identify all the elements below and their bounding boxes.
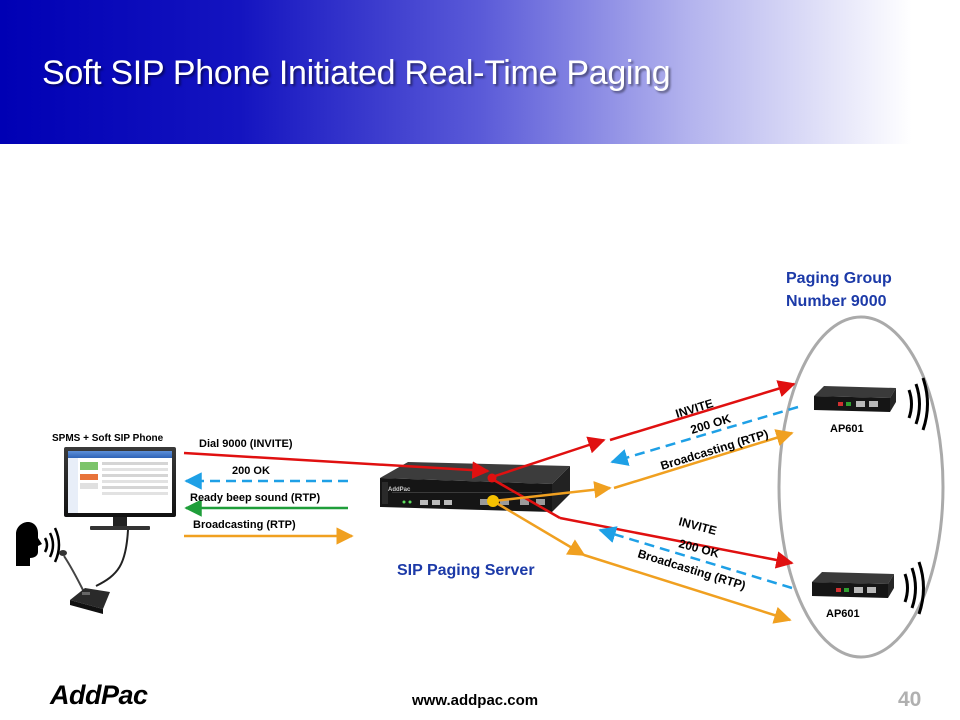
speaking-head-icon [16,522,61,566]
arrow-200ok-top [610,405,799,466]
paging-group-label-line2: Number 9000 [786,293,887,310]
msg-200ok-left: 200 OK [232,465,270,477]
server-brand-label: AddPac [388,487,411,493]
msg-200ok-bottom: 200 OK [677,536,721,560]
addpac-logo: AddPac [50,680,148,710]
paging-group-label-line1: Paging Group [786,270,892,287]
desktop-monitor-icon [64,447,176,530]
desk-microphone-icon [59,550,110,614]
device-top-label: AP601 [830,423,864,435]
server-internal-broadcast-top [492,481,612,503]
client-label: SPMS + Soft SIP Phone [52,433,164,444]
paging-group-outline [777,315,945,659]
server-label: SIP Paging Server [397,562,535,579]
paging-device-icon [812,572,894,598]
title-banner [0,0,960,144]
msg-broadcast-top: Broadcasting (RTP) [659,427,770,473]
arrow-broadcast-bottom [583,553,792,624]
server-internal-broadcast-bottom [492,499,586,557]
msg-invite-bottom: INVITE [677,514,718,538]
speaker-waves-icon [907,377,929,431]
msg-broadcast-left: Broadcasting (RTP) [193,519,296,531]
microphone-cable [95,529,129,587]
device-bottom-label: AP601 [826,608,860,620]
msg-dial-invite: Dial 9000 (INVITE) [199,438,293,450]
arrow-broadcast-top [613,429,794,490]
server-signal-point [487,473,497,483]
server-media-point [487,495,499,507]
speaker-waves-icon [903,561,925,615]
msg-ready-beep: Ready beep sound (RTP) [190,492,321,504]
arrow-invite-bottom [559,516,794,569]
arrow-200ok-bottom [598,526,793,590]
paging-device-icon [814,386,896,412]
server-internal-invite-top [491,436,606,479]
slide-title: Soft SIP Phone Initiated Real-Time Pagin… [42,54,671,92]
page-number: 40 [898,688,922,711]
arrow-dial-invite [183,451,490,479]
arrow-invite-top [609,380,796,442]
website-link[interactable]: www.addpac.com [412,692,539,709]
